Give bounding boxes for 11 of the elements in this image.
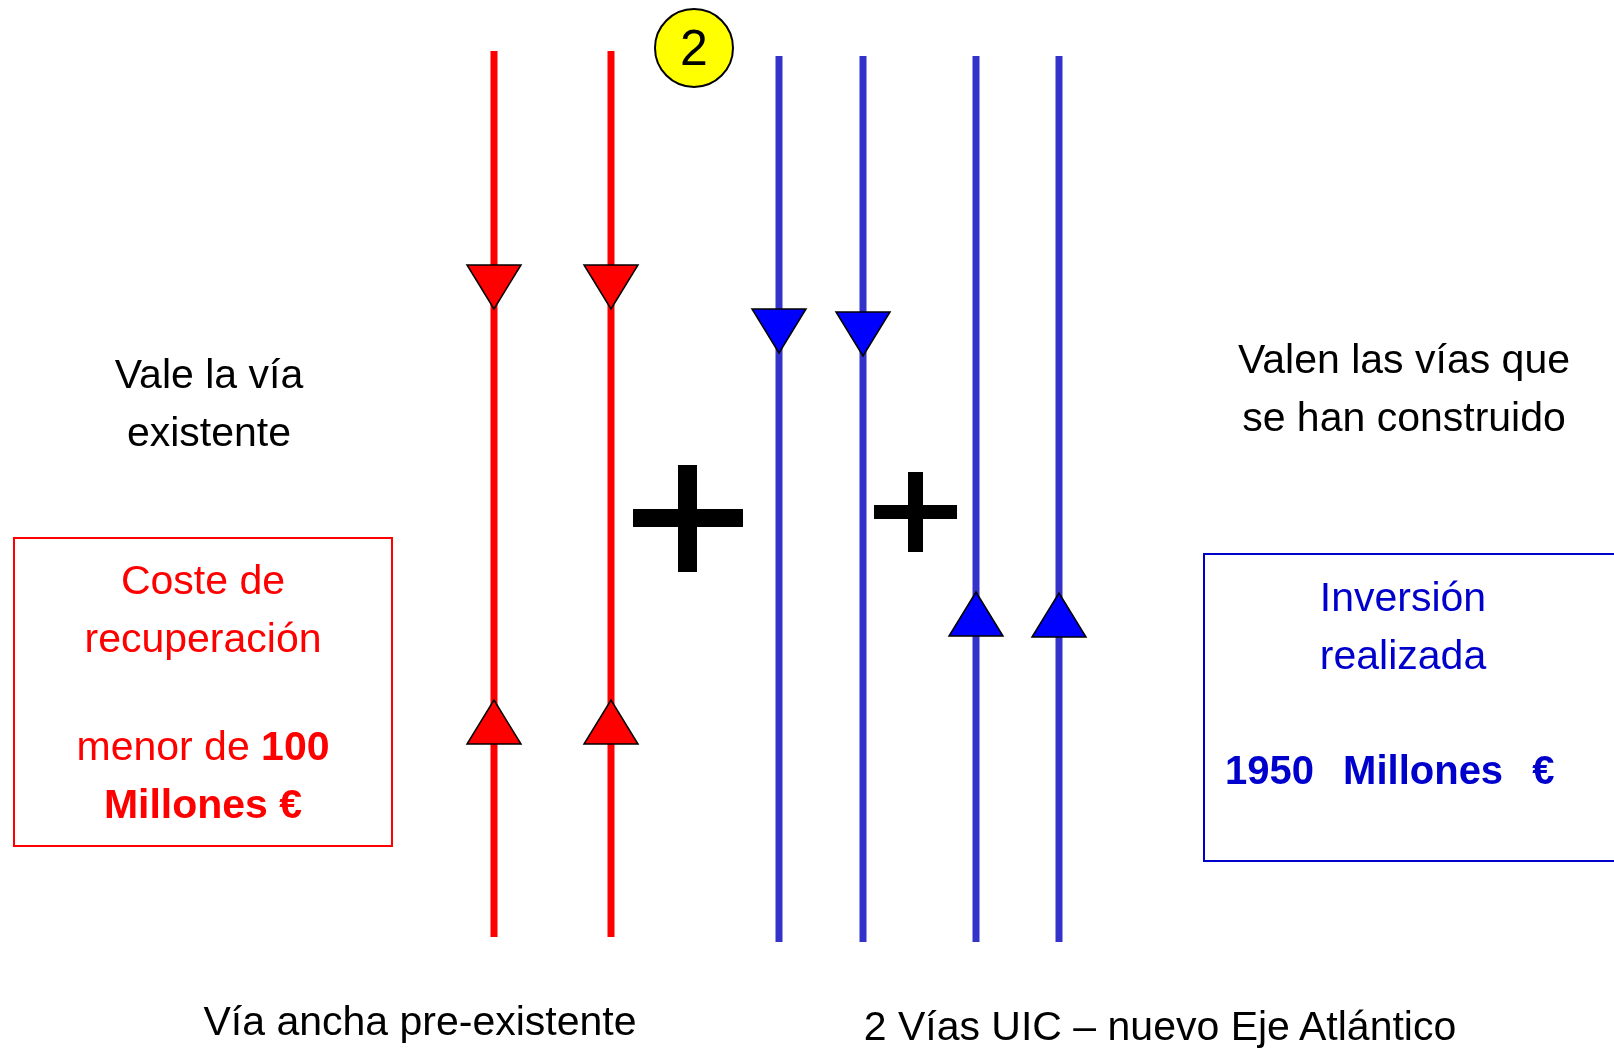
callout-number: 2 [654,8,734,88]
caption-text: Vale la vía existente [113,350,305,457]
caption-text: 2 Vías UIC – nuevo Eje Atlántico [862,1002,1458,1051]
box-heading: Coste de recuperación [83,556,323,663]
box-heading: Inversión realizada [1318,573,1488,680]
note-box [1203,553,1614,862]
box-body: 1950 Millones € [1225,747,1555,794]
box-body: menor de 100 Millones € [75,722,331,829]
caption-text: Valen las vías que se han construido [1237,335,1571,442]
note-box [13,537,393,847]
caption-text: Vía ancha pre-existente [202,997,638,1046]
